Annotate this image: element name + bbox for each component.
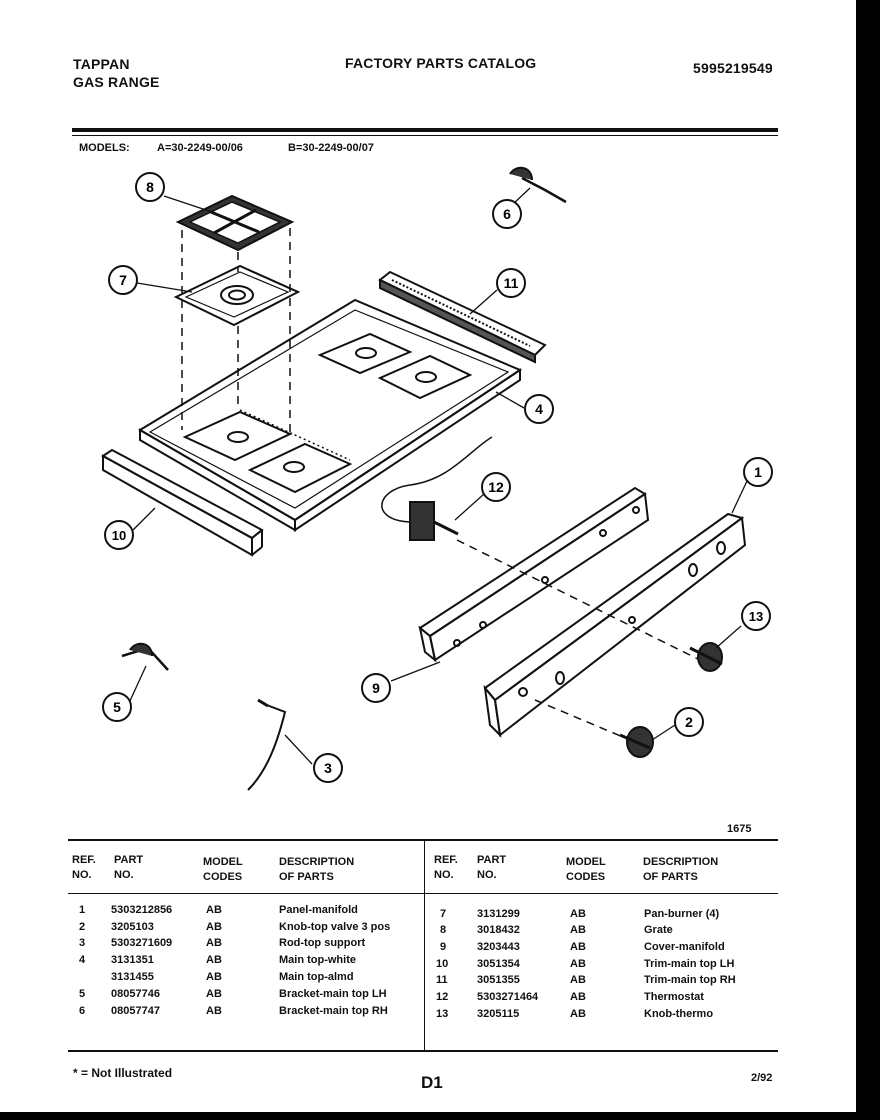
callout-13: 13 <box>741 601 771 631</box>
svg-text:11: 11 <box>504 275 519 291</box>
callout-6: 6 <box>492 199 522 229</box>
table-header-rule <box>68 893 778 894</box>
callout-4: 4 <box>524 394 554 424</box>
svg-text:8: 8 <box>146 179 154 195</box>
table-bottom-rule <box>68 1050 778 1052</box>
callout-5: 5 <box>102 692 132 722</box>
svg-text:2: 2 <box>685 714 693 730</box>
assembly-guide-lines <box>181 228 701 741</box>
burner-pan-part <box>173 264 301 327</box>
figure-number: 1675 <box>727 823 752 835</box>
col-ref-header: REF.NO. <box>434 854 458 881</box>
grate-part <box>175 194 295 252</box>
not-illustrated-note: * = Not Illustrated <box>73 1066 173 1080</box>
scan-border-bottom <box>0 1112 880 1120</box>
brand-name: TAPPAN <box>73 56 130 72</box>
cover-manifold-part <box>418 486 650 663</box>
trim-right-part <box>378 270 547 364</box>
svg-text:3: 3 <box>324 760 332 776</box>
revision-date: 2/92 <box>751 1072 773 1084</box>
scan-border-right <box>856 0 880 1120</box>
catalog-title: FACTORY PARTS CATALOG <box>345 55 537 71</box>
svg-text:7: 7 <box>119 272 127 288</box>
callout-7: 7 <box>108 265 138 295</box>
main-top-part <box>138 298 523 532</box>
svg-text:6: 6 <box>503 206 511 222</box>
callout-2: 2 <box>674 707 704 737</box>
callout-10: 10 <box>104 520 134 550</box>
leader-lines <box>128 187 748 765</box>
callout-group: 8 6 7 11 4 12 1 10 13 9 5 2 3 <box>102 172 773 783</box>
brand-block: TAPPAN GAS RANGE <box>73 55 160 91</box>
callout-11: 11 <box>496 268 526 298</box>
svg-text:5: 5 <box>113 699 121 715</box>
exploded-parts-diagram: 8 6 7 11 4 12 1 10 13 9 5 2 3 <box>101 166 773 791</box>
svg-text:1: 1 <box>754 464 762 480</box>
callout-9: 9 <box>361 673 391 703</box>
table-divider <box>424 841 425 1051</box>
callout-3: 3 <box>313 753 343 783</box>
svg-text:4: 4 <box>535 401 543 417</box>
product-name: GAS RANGE <box>73 74 160 90</box>
svg-text:9: 9 <box>372 680 380 696</box>
header-rule <box>72 128 778 132</box>
svg-text:13: 13 <box>749 609 763 624</box>
bracket-left-part <box>121 642 169 671</box>
panel-manifold-part <box>483 512 747 738</box>
bracket-right-part <box>509 166 567 204</box>
model-a: A=30-2249-00/06 <box>157 142 243 154</box>
callout-12: 12 <box>481 472 511 502</box>
knob-top-valve-part <box>619 726 654 758</box>
thermostat-part <box>381 436 493 541</box>
svg-text:10: 10 <box>112 528 126 543</box>
svg-text:12: 12 <box>488 479 504 495</box>
page-code: D1 <box>421 1073 443 1092</box>
rod-top-support-part <box>247 698 287 791</box>
catalog-number: 5995219549 <box>693 60 773 76</box>
model-b: B=30-2249-00/07 <box>288 142 374 154</box>
col-ref-header: REF.NO. <box>72 854 96 881</box>
callout-1: 1 <box>743 457 773 487</box>
models-label: MODELS: <box>79 142 130 154</box>
trim-left-part <box>101 448 264 557</box>
callout-8: 8 <box>135 172 165 202</box>
knob-thermo-part <box>689 642 723 672</box>
table-top-rule <box>68 839 778 841</box>
header-rule-thin <box>72 135 778 136</box>
